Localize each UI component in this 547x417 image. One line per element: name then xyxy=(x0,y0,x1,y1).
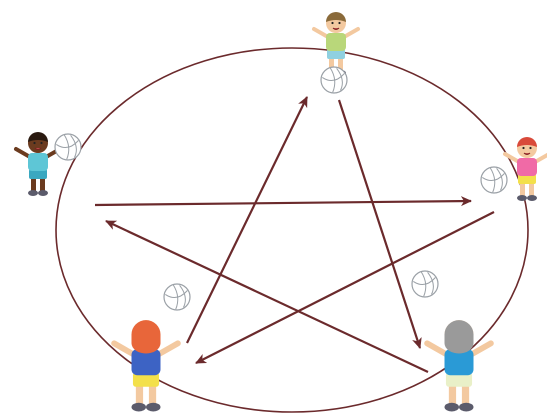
players xyxy=(16,12,547,411)
volleyball-bottom-left xyxy=(164,284,190,310)
volleyball-top xyxy=(321,67,347,93)
player-bottom-right xyxy=(427,320,491,411)
volleyball-bottom-right xyxy=(412,271,438,297)
player-wrap-bottom-right xyxy=(427,320,491,411)
pass-arrow-top-to-bottom-right xyxy=(339,100,420,348)
player-right xyxy=(505,137,547,201)
volleyball-left xyxy=(55,134,81,160)
player-left xyxy=(16,132,60,196)
player-wrap-bottom-left xyxy=(114,320,178,411)
player-bottom-left xyxy=(114,320,178,411)
pass-arrow-left-to-right xyxy=(95,201,471,205)
player-top xyxy=(314,12,358,76)
volleyball-right xyxy=(481,167,507,193)
